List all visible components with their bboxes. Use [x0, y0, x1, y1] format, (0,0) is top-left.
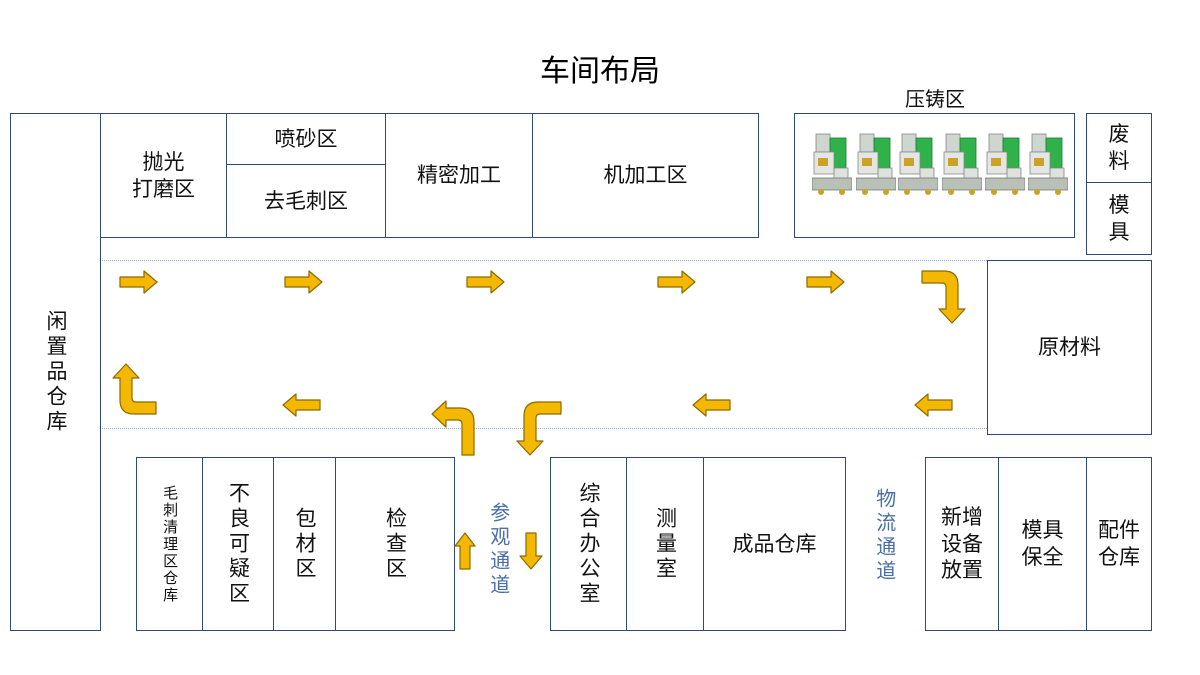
up-arrow-icon — [454, 532, 476, 570]
page-title: 车间布局 — [540, 54, 660, 89]
idle-warehouse-label: 闲置品仓库 — [43, 309, 68, 435]
deburr-label: 去毛刺区 — [264, 188, 348, 213]
mold-maintenance-area[interactable] — [998, 457, 1087, 631]
machining-area[interactable] — [532, 113, 759, 238]
die-casting-machine-icon — [811, 128, 853, 198]
mold-area[interactable] — [1086, 182, 1152, 255]
finished-goods-area[interactable] — [703, 457, 846, 631]
packaging-label: 包材区 — [292, 506, 317, 582]
down-arrow-icon — [519, 532, 543, 570]
raw-material-label: 原材料 — [1038, 335, 1101, 360]
defect-area[interactable] — [202, 457, 274, 631]
parts-warehouse-area[interactable] — [1086, 457, 1152, 631]
aisle-bottom-line — [102, 428, 987, 429]
curve-left-arrow-icon — [431, 400, 475, 456]
arrow-icon — [282, 393, 321, 417]
arrow-icon — [466, 270, 505, 294]
die-casting-machine-icon — [941, 128, 983, 198]
packaging-area[interactable] — [273, 457, 336, 631]
curve-down-arrow-icon — [516, 401, 562, 456]
arrow-icon — [657, 270, 696, 294]
machining-label: 机加工区 — [603, 163, 688, 188]
die-casting-machine-icon — [1027, 128, 1069, 198]
curve-up-arrow-icon — [112, 363, 157, 415]
die-casting-machine-icon — [897, 128, 939, 198]
arrow-icon — [914, 393, 953, 417]
raw-material-area[interactable] — [987, 260, 1152, 435]
arrow-icon — [119, 270, 158, 294]
precision-label: 精密加工 — [417, 163, 501, 188]
diecast-label: 压铸区 — [905, 87, 965, 112]
defect-label: 不良可疑区 — [226, 481, 251, 607]
mold-label: 模 具 — [1108, 192, 1130, 244]
scrap-label: 废 料 — [1108, 122, 1130, 173]
polish-label: 抛光 打磨区 — [132, 149, 195, 201]
arrow-icon — [284, 270, 323, 294]
idle-warehouse-area[interactable] — [10, 113, 101, 631]
curve-down-arrow-icon — [921, 270, 966, 324]
deburr-clean-label: 毛刺清理区仓库 — [161, 484, 180, 604]
die-casting-machine-icon — [855, 128, 897, 198]
inspection-label: 检查区 — [383, 506, 408, 582]
measure-area[interactable] — [626, 457, 704, 631]
measure-label: 测量室 — [653, 506, 678, 582]
mold-maintenance-label: 模具 保全 — [1021, 518, 1064, 569]
office-label: 综合办公室 — [576, 481, 601, 607]
arrow-icon — [806, 270, 845, 294]
inspection-area[interactable] — [335, 457, 455, 631]
visit-channel-label: 参观通道 — [486, 502, 511, 598]
deburr-area[interactable] — [226, 164, 386, 238]
deburr-clean-area[interactable] — [136, 457, 203, 631]
die-casting-machine-icon — [984, 128, 1026, 198]
logistics-channel-label: 物流通道 — [872, 487, 897, 584]
finished-goods-label: 成品仓库 — [732, 531, 817, 556]
sandblast-label: 喷砂区 — [274, 126, 338, 151]
new-equipment-label: 新增 设备 放置 — [941, 504, 983, 583]
parts-warehouse-label: 配件 仓库 — [1098, 518, 1140, 569]
arrow-icon — [692, 393, 731, 417]
aisle-top-line — [102, 260, 987, 261]
